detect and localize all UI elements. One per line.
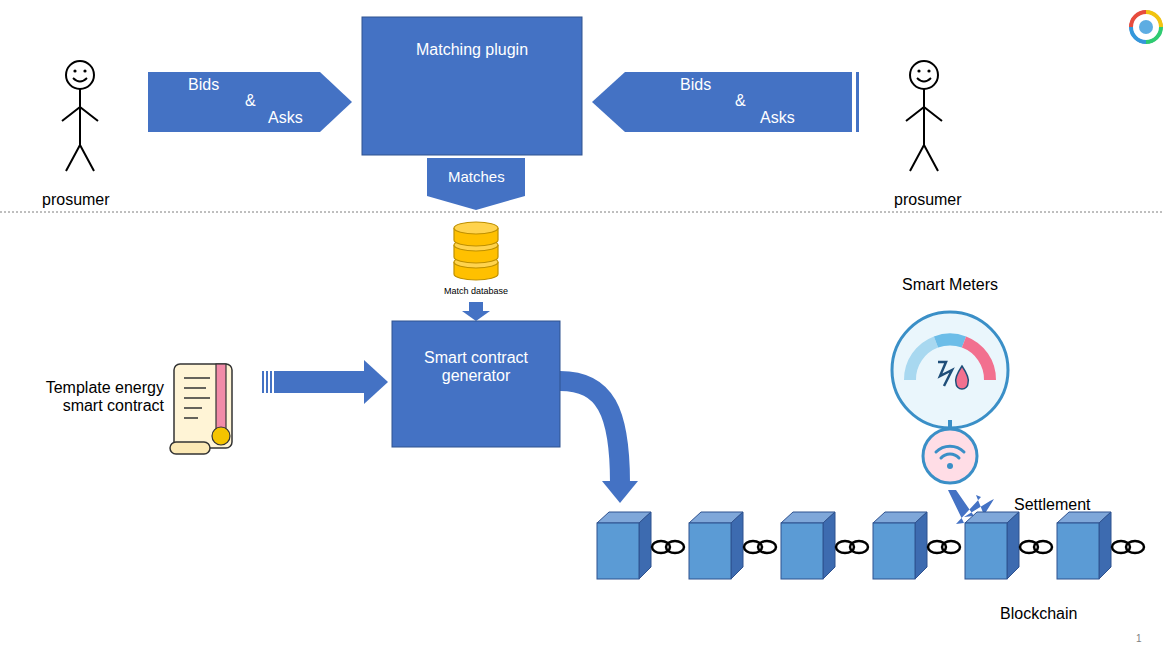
node-text: Bids (188, 76, 219, 94)
bids-asks-arrow-outline (592, 72, 862, 132)
logo (1131, 12, 1161, 42)
node-text: Matching plugin (416, 41, 528, 59)
node-text: Smart contract generator (401, 349, 551, 386)
database-icon: Match database (430, 220, 522, 302)
node-text: Bids (680, 76, 711, 94)
prosumer-figure: prosumer (874, 45, 984, 220)
process-box: Matching plugin (362, 17, 582, 155)
process-box-outline (362, 17, 582, 155)
smart-meter-outline (880, 270, 1020, 488)
process-box: Smart contract generator (392, 321, 560, 447)
node-text: prosumer (894, 191, 962, 209)
blockchain: Blockchain (590, 505, 1150, 635)
bids-asks-arrow: Bids &Asks (148, 72, 352, 132)
node-text: & (735, 92, 746, 110)
node-text: Blockchain (1000, 605, 1077, 623)
bids-asks-arrow: Bids &Asks (592, 72, 862, 132)
matches-arrow: Matches (427, 158, 525, 210)
contract-template: Template energy smart contract (2, 355, 244, 460)
connector-arrow (462, 302, 490, 321)
node-text: Matches (448, 168, 505, 185)
node-text: prosumer (42, 191, 110, 209)
node-text: Template energy smart contract (4, 379, 164, 416)
node-text: Match database (444, 286, 508, 296)
node-text: Asks (268, 109, 303, 127)
connector-arrow (262, 360, 388, 404)
page-number: 1 (1136, 633, 1142, 644)
node-text: Smart Meters (902, 276, 998, 294)
divider-line (0, 212, 1163, 213)
connector-arrow (560, 381, 638, 503)
node-text: Asks (760, 109, 795, 127)
node-text: & (245, 92, 256, 110)
edge-label: Settlement (1014, 496, 1090, 514)
prosumer-figure: prosumer (30, 45, 140, 220)
smart-meter: Smart Meters (880, 270, 1020, 488)
